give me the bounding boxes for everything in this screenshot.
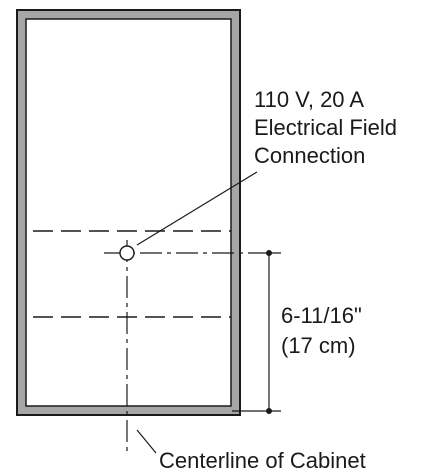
centerline-leader-line <box>136 429 157 454</box>
callout-leader-line <box>136 171 258 246</box>
dashed-lines <box>33 230 231 318</box>
dimension-dot-top <box>266 250 272 256</box>
callout-label-line2: Electrical Field <box>254 115 397 140</box>
electrical-connection-circle <box>119 245 135 261</box>
cabinet-interior <box>25 18 232 407</box>
centerline-label: Centerline of Cabinet <box>159 448 366 473</box>
cabinet <box>16 9 241 416</box>
dimension-label-line1: 6-11/16" <box>281 303 362 328</box>
callout-label-line1: 110 V, 20 A <box>254 87 364 112</box>
dimension-dot-bottom <box>266 408 272 414</box>
dimension-label-line2: (17 cm) <box>281 333 356 358</box>
callout-label-line3: Connection <box>254 143 365 168</box>
